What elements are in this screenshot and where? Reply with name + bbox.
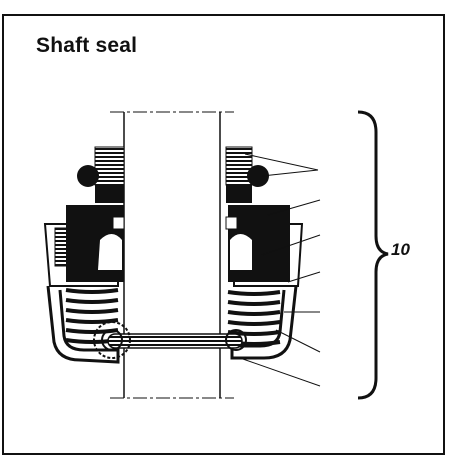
leader-lines (239, 153, 321, 387)
shaft (110, 111, 234, 399)
group-brace (357, 110, 389, 400)
stationary-seat (94, 146, 253, 203)
figure-title: Shaft seal (36, 34, 138, 57)
primary-seal-rings (66, 205, 290, 282)
o-ring-seals (77, 165, 269, 187)
reference-number: 10 (391, 240, 410, 259)
springs (65, 288, 281, 346)
spring-band (93, 321, 247, 359)
